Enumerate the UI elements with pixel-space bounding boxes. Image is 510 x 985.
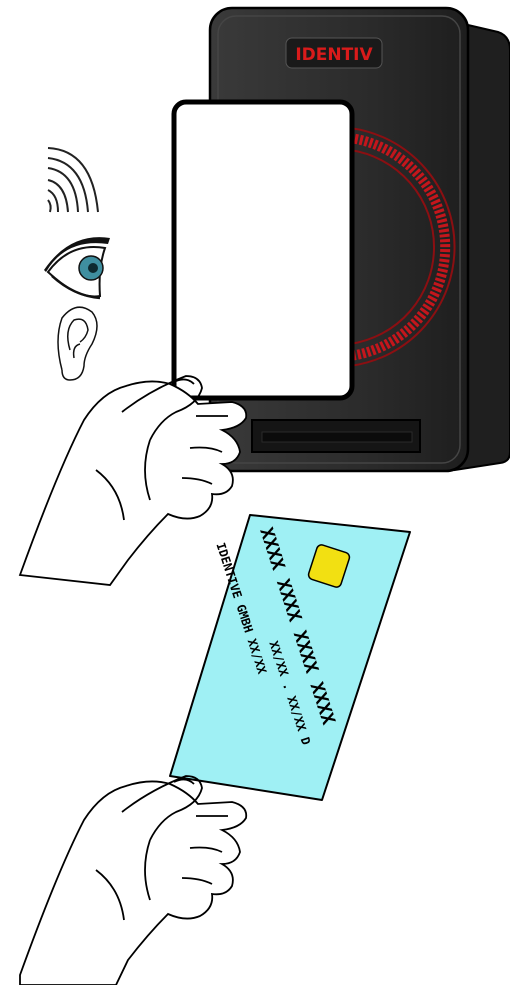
ear-icon: [58, 307, 97, 380]
card-slot: [252, 420, 420, 452]
contactless-card: [174, 102, 352, 398]
contact-card-body: [170, 515, 410, 800]
brand-logo: IDENTIV: [295, 45, 373, 65]
eye-icon: [44, 237, 110, 298]
lower-hand: [20, 776, 246, 985]
sound-waves-icon: [48, 148, 98, 212]
contact-chip-card: XXXX XXXX XXXX XXXX XX/XX . XX/XX D IDEN…: [170, 515, 410, 800]
upper-hand: [20, 376, 246, 585]
